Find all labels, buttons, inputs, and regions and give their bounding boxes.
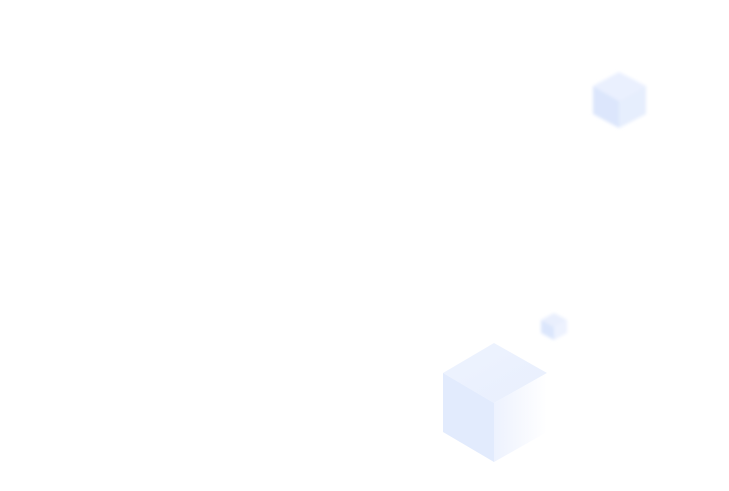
small-cube-icon [541, 313, 567, 340]
large-cube-icon [443, 343, 547, 462]
blurred-cube-icon [593, 72, 646, 128]
